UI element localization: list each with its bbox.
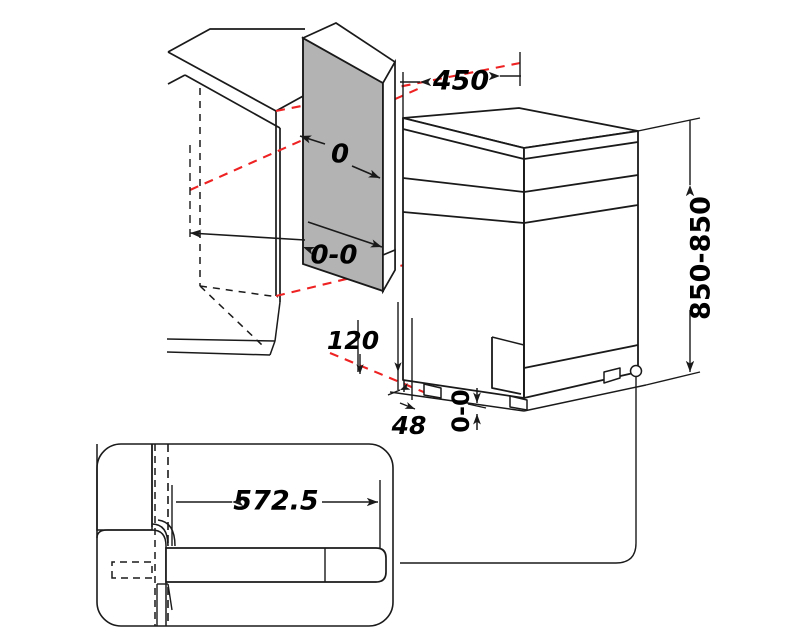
dimension-label-foot-0-0: 0-0 xyxy=(447,389,475,432)
plan-open-door xyxy=(165,547,387,583)
dimension-label-48: 48 xyxy=(391,411,427,440)
cabinet-bottom-right-thickness xyxy=(269,340,276,356)
cabinet-carcass xyxy=(166,28,306,356)
dim48-arrow xyxy=(399,401,416,410)
cabinet-bottom-front-edge2 xyxy=(166,351,271,356)
alignment-line-lower xyxy=(329,352,439,399)
plan-lower-notch xyxy=(156,583,173,626)
dimfoot-line-mid xyxy=(467,403,487,409)
dimension-label-572-5: 572.5 xyxy=(233,486,318,517)
dim00-arrow-right xyxy=(307,221,383,248)
dim00-arrow-left xyxy=(189,229,306,241)
dimension-label-120: 120 xyxy=(327,326,379,355)
cabinet-hidden-diagonal xyxy=(199,285,263,346)
foot-rear-right xyxy=(603,367,621,384)
dimension-572-5 xyxy=(171,480,381,548)
plan-outer-boundary xyxy=(96,443,394,627)
cabinet-bottom-front-edge xyxy=(166,338,276,342)
dim120-arrow-lower xyxy=(387,382,411,396)
cabinet-hidden-horizontal xyxy=(199,285,279,298)
dimension-panel-0-0 xyxy=(189,145,383,255)
cabinet-bottom-right-riser xyxy=(274,301,281,342)
cabinet-top-front-edge xyxy=(167,51,277,112)
appliance-plinth-band xyxy=(523,344,639,369)
appliance-control-panel-top-right xyxy=(523,174,639,193)
dimension-450 xyxy=(400,52,521,128)
plan-hidden-hinge-detail xyxy=(111,561,153,579)
dimension-label-450: 450 xyxy=(432,66,489,97)
dimension-48 xyxy=(399,318,416,410)
floor-line-right xyxy=(523,384,647,412)
alignment-line-middle xyxy=(275,263,405,298)
dim850-ext-bottom xyxy=(645,371,701,386)
appliance-side-face xyxy=(523,130,639,399)
plan-door-swing-arc2 xyxy=(157,519,176,547)
appliance-kickplate-left xyxy=(491,337,522,395)
appliance-control-panel-bottom-right xyxy=(523,204,639,224)
dimension-panel-0 xyxy=(299,135,381,179)
cabinet-hidden-lines xyxy=(199,88,279,346)
dimension-850-850 xyxy=(637,117,701,386)
cabinet-top-thickness-line xyxy=(184,74,281,129)
cabinet-top-right-edge xyxy=(275,94,306,112)
appliance-control-panel-top xyxy=(402,177,525,193)
appliance-body xyxy=(402,107,639,399)
cabinet-top-back-edge xyxy=(167,28,305,53)
dimension-label-850-850: 850-850 xyxy=(686,196,717,320)
plan-view-reference-point xyxy=(629,364,643,378)
foot-front-left xyxy=(423,383,442,399)
plan-corner-radius-block xyxy=(96,529,167,626)
dimension-label-panel-0: 0 xyxy=(331,140,349,170)
appliance-kickplate-top xyxy=(491,336,525,346)
cabinet-top-thickness-left xyxy=(167,74,186,85)
dimension-label-panel-0-0: 0-0 xyxy=(311,241,358,271)
door-panel-notch xyxy=(382,248,396,295)
dimension-120 xyxy=(356,302,411,396)
plan-view xyxy=(96,443,394,627)
plan-view-leader-line xyxy=(400,377,637,564)
dim0-arrow-right xyxy=(351,165,381,179)
appliance-front-face xyxy=(402,117,525,399)
appliance-control-panel-bottom xyxy=(402,211,525,224)
dimension-foot-0-0 xyxy=(467,388,487,430)
dim0-arrow-left xyxy=(299,135,326,145)
